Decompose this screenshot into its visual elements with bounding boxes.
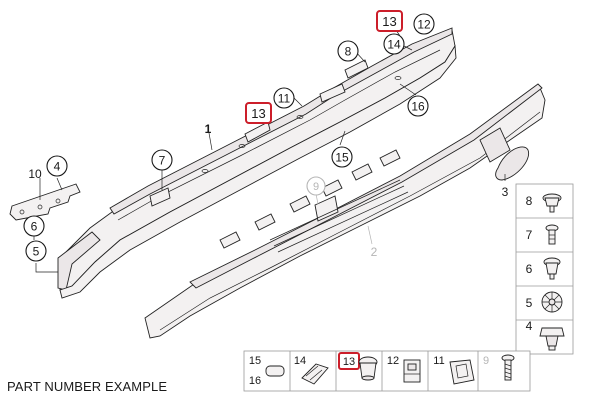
callout-2[interactable]: 2 [371,245,378,259]
expanding-clip-icon [541,291,563,313]
callout-label: 4 [54,160,61,174]
bottom-legend-item[interactable]: 15 16 [249,355,285,387]
bottom-legend-number: 15 [249,355,261,367]
side-legend-item[interactable]: 6 [526,257,561,280]
callout-9-main[interactable]: 9 [306,176,326,196]
callout-13-mid[interactable]: 13 [245,102,272,124]
bottom-legend-number: 16 [249,375,261,387]
side-legend-number: 8 [526,194,533,208]
callout-8-top[interactable]: 8 [337,40,359,62]
rocker-panel-lower [144,83,546,339]
leader-lines [33,29,506,273]
side-legend-number: 4 [526,319,533,333]
callout-label: 10 [28,167,42,181]
clip-strip-icon [301,363,329,385]
bottom-legend-number: 13 [343,356,355,368]
side-legend-number: 5 [526,296,533,310]
side-legend-item[interactable]: 7 [526,224,559,245]
plug-icon [358,356,378,381]
bottom-legend-item-highlighted[interactable]: 13 [338,352,378,381]
clip-bracket-icon [403,359,421,383]
callout-label: 13 [251,106,265,121]
bottom-legend: 15 16 14 13 12 [243,350,531,392]
callout-label: 11 [278,92,291,106]
push-clip-icon [539,327,565,351]
callout-label: 14 [387,38,401,52]
callout-label: 9 [313,181,319,193]
bottom-legend-item[interactable]: 9 [483,354,515,381]
callout-label: 16 [411,100,425,114]
callout-1[interactable]: 1 [205,122,212,136]
bottom-legend-number: 9 [483,355,489,367]
callout-10[interactable]: 10 [28,167,42,181]
bottom-legend-number: 12 [387,355,399,367]
callout-label: 12 [417,18,431,32]
callout-label: 13 [382,14,396,29]
callout-label: 3 [502,185,509,199]
callout-label: 8 [345,45,352,59]
grommet-icon [543,257,561,280]
rocker-panel-upper [57,27,457,299]
callout-11-top[interactable]: 11 [273,87,295,109]
callout-5-main[interactable]: 5 [25,240,47,262]
callout-3[interactable]: 3 [502,185,509,199]
bottom-legend-item[interactable]: 11 [433,355,475,385]
callout-16[interactable]: 16 [407,95,429,117]
callout-14[interactable]: 14 [383,33,405,55]
side-legend-item[interactable]: 4 [526,319,565,351]
bottom-legend-item[interactable]: 12 [387,355,421,383]
callout-label: 2 [371,245,378,259]
side-legend-item[interactable]: 5 [526,291,563,313]
side-legend-number: 6 [526,262,533,276]
caption-part-number-example: PART NUMBER EXAMPLE [7,379,168,394]
screw-clip-icon [542,193,562,213]
callout-4-main[interactable]: 4 [46,155,68,177]
callout-label: 6 [31,220,38,234]
bottom-legend-number: 11 [433,355,444,367]
callout-label: 5 [33,245,40,259]
side-legend-item[interactable]: 8 [526,193,562,213]
side-legend: 8 7 6 5 [515,183,574,355]
callout-15[interactable]: 15 [331,146,353,168]
bottom-legend-item[interactable]: 14 [294,355,329,385]
rivet-icon [545,224,559,245]
callout-label: 15 [335,151,349,165]
bottom-legend-number: 14 [294,355,306,367]
callout-12[interactable]: 12 [413,13,435,35]
trim-oval-part [495,146,530,181]
callout-label: 1 [205,122,212,136]
callout-6-main[interactable]: 6 [23,215,45,237]
callout-13-top[interactable]: 13 [376,10,403,32]
bracket-part [9,183,81,221]
side-legend-number: 7 [526,228,533,242]
pad-icon [265,365,285,377]
retainer-clip-icon [449,359,475,385]
callout-label: 7 [159,154,166,168]
callout-7-main[interactable]: 7 [151,149,173,171]
screw-icon [501,354,515,381]
